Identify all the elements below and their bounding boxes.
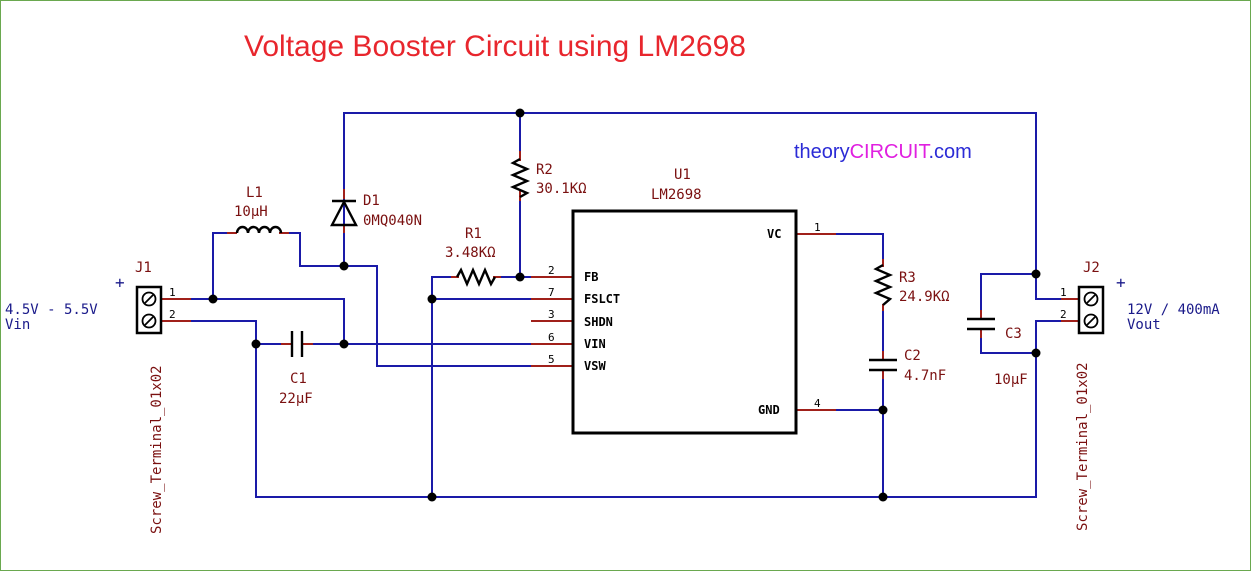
wire-r1-left <box>431 276 456 497</box>
u1-chip: U1 LM2698 2 FB 7 FSLCT 3 SHDN 6 VIN 5 VS… <box>548 167 821 435</box>
j2-pin1-num: 1 <box>1060 286 1067 299</box>
pin-stubs <box>161 151 1079 411</box>
u1-pin-vc-name: VC <box>767 227 781 241</box>
d1-ref: D1 <box>363 193 380 209</box>
u1-ref: U1 <box>674 167 691 183</box>
j2-ref: J2 <box>1083 260 1100 276</box>
r3-ref: R3 <box>899 270 916 286</box>
resistor-zigzag <box>872 263 894 306</box>
u1-pin-vin-num: 6 <box>548 331 555 344</box>
output-voltage: 12V / 400mA <box>1127 302 1220 318</box>
c3-capacitor: C3 10µF <box>967 317 1028 388</box>
input-voltage: 4.5V - 5.5V <box>5 302 98 318</box>
inductor-coil <box>235 225 283 234</box>
d1-value: 0MQ040N <box>363 213 422 229</box>
u1-pin-fslct-name: FSLCT <box>584 292 620 306</box>
input-plus-icon: + <box>115 273 125 292</box>
wire-top-rail <box>343 112 1037 274</box>
wire-ground-rail <box>191 320 1037 498</box>
brand-prefix: theory <box>794 141 850 163</box>
u1-pin-fb-name: FB <box>584 270 598 284</box>
u1-pin-vin-name: VIN <box>584 337 606 351</box>
wire-vout-neg <box>1035 320 1061 353</box>
c2-value: 4.7nF <box>904 368 946 384</box>
r2-value: 30.1KΩ <box>536 181 587 197</box>
c3-ref: C3 <box>1005 326 1022 342</box>
input-label: + 4.5V - 5.5V Vin <box>5 273 125 333</box>
r3-value: 24.9KΩ <box>899 289 950 305</box>
c2-capacitor: C2 4.7nF <box>869 348 946 384</box>
c1-ref: C1 <box>290 371 307 387</box>
j1-terminal: J1 1 2 Screw_Terminal_01x02 <box>135 260 176 534</box>
u1-pin-shdn-num: 3 <box>548 308 555 321</box>
r2-resistor: R2 30.1KΩ <box>509 157 587 199</box>
u1-pin-fslct-num: 7 <box>548 286 555 299</box>
output-label: + 12V / 400mA Vout <box>1116 273 1220 333</box>
r1-ref: R1 <box>465 226 482 242</box>
wire-l1-vsw <box>281 232 531 367</box>
junction-dots <box>208 108 1041 502</box>
u1-pin-gnd-name: GND <box>758 403 780 417</box>
brand-text: theoryCIRCUIT.com <box>794 141 972 163</box>
c1-capacitor: C1 22µF <box>279 331 313 407</box>
wire-vout-pos <box>1035 274 1061 300</box>
r3-resistor: R3 24.9KΩ <box>872 263 950 306</box>
d1-diode: D1 0MQ040N <box>330 193 422 229</box>
diode-triangle <box>330 199 358 227</box>
l1-inductor: L1 10µH <box>234 185 283 234</box>
j2-terminal: J2 1 2 Screw_Terminal_01x02 <box>1060 260 1105 531</box>
resistor-zigzag <box>509 157 531 199</box>
wire-l1-left <box>212 232 234 299</box>
j2-value: Screw_Terminal_01x02 <box>1075 362 1091 531</box>
c2-ref: C2 <box>904 348 921 364</box>
u1-pin-vsw-num: 5 <box>548 353 555 366</box>
r2-ref: R2 <box>536 162 553 178</box>
wire-c3-top <box>980 273 1036 318</box>
input-name: Vin <box>5 317 30 333</box>
u1-pin-vsw-name: VSW <box>584 359 606 373</box>
u1-pin-fb-num: 2 <box>548 264 555 277</box>
j1-pin2-num: 2 <box>169 308 176 321</box>
brand-suffix: .com <box>928 141 971 163</box>
c3-value: 10µF <box>994 372 1028 388</box>
j1-ref: J1 <box>135 260 152 276</box>
wire-vin-pos <box>191 298 345 344</box>
u1-value: LM2698 <box>651 187 702 203</box>
resistor-zigzag <box>455 266 497 288</box>
j1-pin1-num: 1 <box>169 286 176 299</box>
c1-value: 22µF <box>279 391 313 407</box>
wire-vc-r3 <box>836 233 884 263</box>
output-plus-icon: + <box>1116 273 1126 292</box>
u1-pin-vc-num: 1 <box>814 221 821 234</box>
brand-highlight: CIRCUIT <box>850 141 931 163</box>
r1-value: 3.48KΩ <box>445 245 496 261</box>
l1-value: 10µH <box>234 204 268 220</box>
output-name: Vout <box>1127 317 1161 333</box>
u1-pin-shdn-name: SHDN <box>584 315 613 329</box>
u1-body <box>571 209 798 435</box>
l1-ref: L1 <box>246 185 263 201</box>
wires <box>191 112 1061 498</box>
diagram-title: Voltage Booster Circuit using LM2698 <box>244 30 746 63</box>
r1-resistor: R1 3.48KΩ <box>445 226 497 288</box>
j1-value: Screw_Terminal_01x02 <box>149 365 165 534</box>
u1-pin-gnd-num: 4 <box>814 397 821 410</box>
j2-pin2-num: 2 <box>1060 308 1067 321</box>
